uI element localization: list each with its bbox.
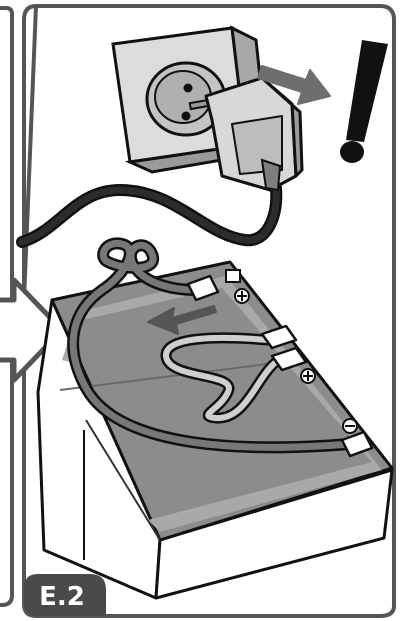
socket-hole-icon: [184, 84, 193, 93]
warning-exclamation-icon: [340, 40, 388, 163]
socket-hole-icon: [182, 112, 191, 121]
terminal-tab: [226, 270, 240, 282]
step-badge: E.2: [24, 574, 106, 616]
step-label: E.2: [39, 582, 85, 612]
